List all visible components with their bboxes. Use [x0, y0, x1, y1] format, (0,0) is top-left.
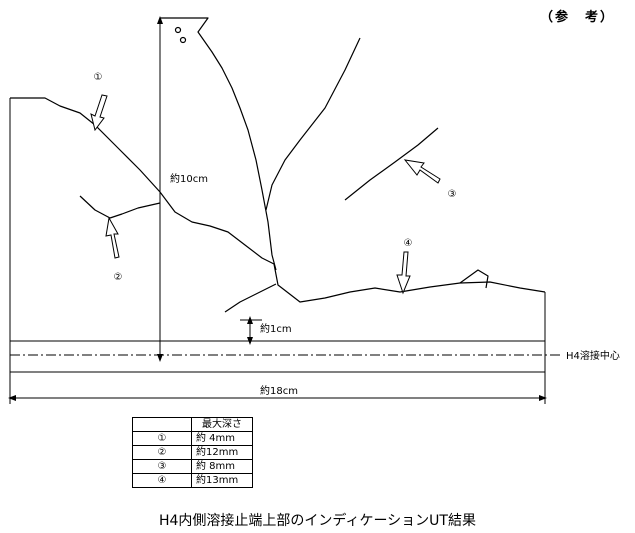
row-depth: 約 4mm: [191, 431, 253, 446]
table-row: ① 約 4mm: [132, 431, 253, 446]
marker-1: ①: [94, 72, 103, 83]
table-row: ③ 約 8mm: [132, 459, 253, 474]
crack-line-6: [224, 283, 277, 313]
crack-line-4: [265, 37, 361, 211]
table-header-depth: 最大深さ: [191, 417, 253, 432]
depth-label: 約10cm: [170, 172, 208, 185]
figure-caption: H4内側溶接止端上部のインディケーションUT結果: [159, 513, 476, 529]
crack-line-5: [344, 127, 439, 201]
max-depth-table: 最大深さ ① 約 4mm ② 約12mm ③ 約 8mm ④ 約13mm: [132, 417, 253, 488]
marker-2: ②: [114, 272, 123, 283]
indicator-arrow-2: [105, 216, 120, 259]
pore-1: [174, 26, 182, 34]
table-header-row: 最大深さ: [132, 417, 253, 432]
table-row: ② 約12mm: [132, 445, 253, 460]
indicator-arrow-4: [396, 251, 411, 295]
row-depth: 約12mm: [191, 445, 253, 460]
row-marker: ④: [132, 473, 192, 488]
crack-line-2: [79, 195, 161, 219]
table-header-blank: [132, 417, 192, 432]
width-label: 約18cm: [260, 384, 298, 397]
crack-hook: [459, 269, 489, 289]
row-marker: ②: [132, 445, 192, 460]
row-marker: ③: [132, 459, 192, 474]
crack-line-1: [10, 97, 546, 303]
row-depth: 約13mm: [191, 473, 253, 488]
table-row: ④ 約13mm: [132, 473, 253, 488]
reference-mark: （参 考）: [540, 10, 616, 25]
indicator-arrow-3: [403, 159, 441, 184]
marker-3: ③: [448, 189, 457, 200]
gap-label: 約1cm: [260, 322, 292, 335]
crack-line-3: [160, 17, 277, 271]
row-depth: 約 8mm: [191, 459, 253, 474]
marker-4: ④: [404, 238, 413, 249]
row-marker: ①: [132, 431, 192, 446]
weld-center-label: H4溶接中心: [566, 349, 620, 362]
indicator-arrow-1: [90, 94, 108, 132]
pore-2: [179, 36, 187, 44]
